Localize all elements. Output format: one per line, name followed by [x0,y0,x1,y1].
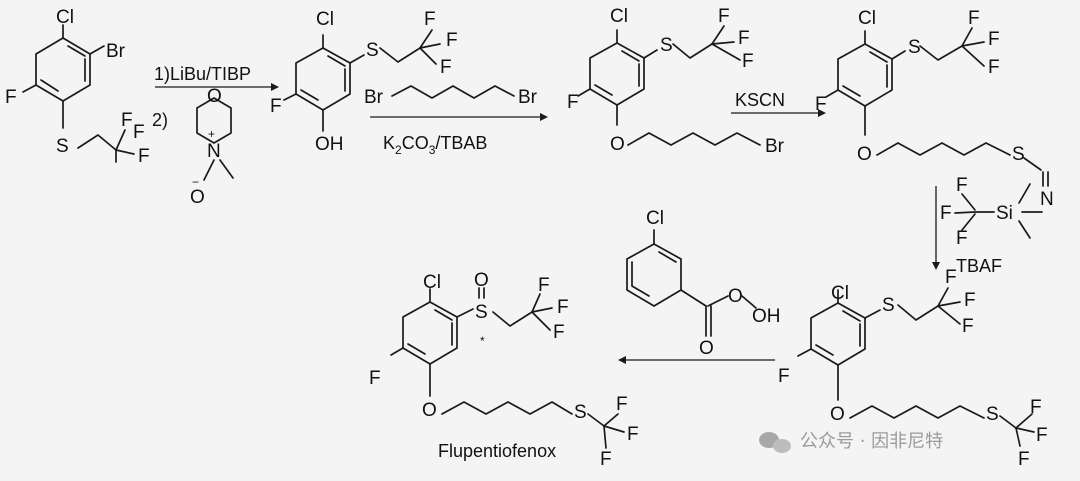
svg-text:S: S [56,136,69,157]
charge-minus: − [192,175,199,189]
svg-text:F: F [567,92,579,113]
compound-phenol: Cl S F F F F OH [270,9,458,155]
mcpba-structure: Cl O OH O [626,208,781,359]
product-name: Flupentiofenox [438,441,556,461]
svg-text:Br: Br [518,87,538,108]
svg-text:F: F [538,275,550,296]
svg-text:F: F [616,394,628,415]
svg-text:F: F [627,424,639,445]
svg-text:F: F [940,203,952,224]
svg-text:F: F [369,368,381,389]
svg-text:F: F [742,51,754,72]
ruppert-prakash-structure: F F F Si [940,175,1043,249]
svg-text:Si: Si [996,203,1013,224]
svg-text:F: F [600,449,612,470]
svg-text:F: F [964,290,976,311]
svg-text:O: O [699,338,714,359]
svg-text:F: F [133,122,145,143]
svg-text:F: F [988,57,1000,78]
svg-text:F: F [121,110,133,131]
svg-text:F: F [557,297,569,318]
step3-arrow [731,109,826,117]
svg-text:Br: Br [765,136,785,157]
step1-reagent-line1: 1)LiBu/TIBP [154,64,251,84]
step2-arrow [370,113,548,121]
svg-text:O: O [830,404,845,425]
svg-text:F: F [962,316,974,337]
svg-text:F: F [945,267,957,288]
svg-text:O: O [610,134,625,155]
svg-text:F: F [270,96,282,117]
svg-text:OH: OH [752,306,781,327]
watermark-text: 公众号 · 因非尼特 [800,431,943,452]
svg-text:S: S [366,40,379,61]
svg-text:F: F [778,366,790,387]
svg-text:F: F [1036,425,1048,446]
svg-text:S: S [660,35,673,56]
compound-bromopentyl-ether: Cl S F F F F O Br [567,6,785,157]
svg-text:F: F [553,322,565,343]
svg-text:F: F [138,146,150,167]
svg-text:Br: Br [364,87,384,108]
svg-text:O: O [190,187,205,208]
svg-text:S: S [882,295,895,316]
svg-text:S: S [908,37,921,58]
svg-text:F: F [1018,449,1030,470]
svg-text:F: F [1030,397,1042,418]
charge-plus: + [208,127,215,141]
nmo-structure: O N O + − [190,86,234,208]
svg-text:F: F [956,228,968,249]
svg-text:Cl: Cl [610,6,628,27]
svg-text:F: F [815,94,827,115]
compound-starting-material: Cl Br F S F F F [5,7,150,167]
svg-text:F: F [446,30,458,51]
svg-text:F: F [718,6,730,27]
svg-text:F: F [5,87,17,108]
wechat-watermark: 公众号 · 因非尼特 [759,431,943,453]
svg-text:Cl: Cl [56,7,74,28]
svg-text:Cl: Cl [423,272,441,293]
step1-arrow [155,83,279,91]
svg-text:O: O [207,86,222,107]
dibromopentane-structure: Br Br [364,85,538,108]
step2-reagent: K2CO3/TBAB [383,133,487,157]
step5-arrow [618,356,775,364]
svg-text:S: S [1012,144,1025,165]
svg-text:F: F [956,175,968,196]
svg-text:Br: Br [106,41,126,62]
svg-text:Cl: Cl [858,8,876,29]
svg-text:O: O [422,400,437,421]
step4-reagent: TBAF [956,256,1002,276]
compound-thiocyanate: Cl S F F F F O S N [815,8,1054,210]
svg-text:O: O [857,144,872,165]
svg-text:N: N [207,141,221,162]
svg-text:F: F [988,29,1000,50]
svg-text:O: O [728,286,743,307]
svg-text:Cl: Cl [646,208,664,229]
svg-text:O: O [474,270,489,291]
svg-text:S: S [475,302,488,323]
compound-flupentiofenox: Cl O S * F F F F O S F F F [369,270,639,470]
step1-reagent-line2: 2) [152,110,168,130]
svg-text:F: F [968,8,980,29]
step3-reagent: KSCN [735,90,785,110]
svg-text:N: N [1040,189,1054,210]
svg-text:S: S [986,404,999,425]
svg-text:OH: OH [315,134,344,155]
svg-text:F: F [440,57,452,78]
svg-text:F: F [738,28,750,49]
stereocenter-mark: * [480,334,485,348]
step4-arrow [932,186,940,270]
compound-trifluoromethylthio: Cl S F F F F O S F F F [778,267,1048,470]
svg-text:Cl: Cl [831,283,849,304]
svg-text:Cl: Cl [316,9,334,30]
svg-text:F: F [424,9,436,30]
svg-text:S: S [574,402,587,423]
